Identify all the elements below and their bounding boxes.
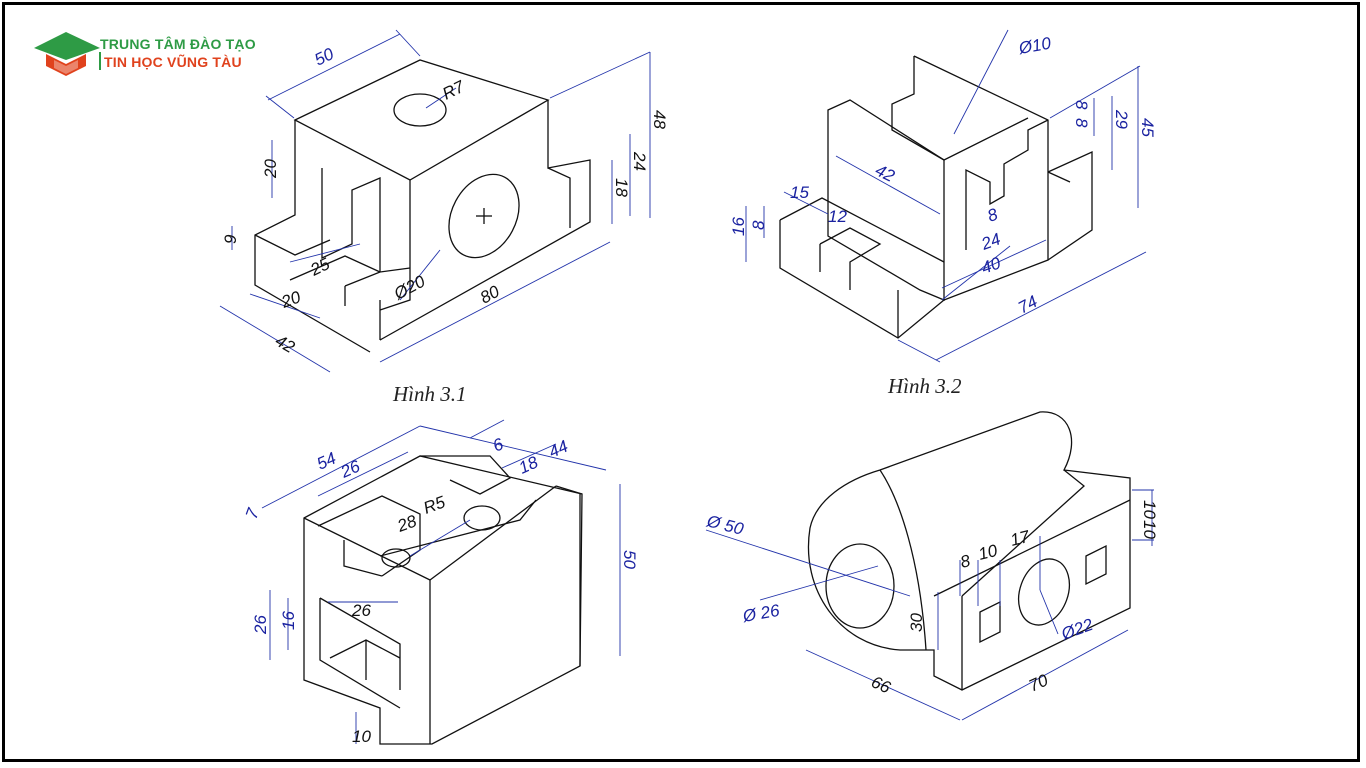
- dim-8-upper: 8: [1072, 100, 1091, 110]
- dim-dia-10: Ø10: [1016, 34, 1052, 59]
- dim-44: 44: [546, 437, 571, 462]
- dim-50: 50: [311, 44, 337, 70]
- figure-3-3-dimension-lines: [261, 419, 621, 744]
- dim-70: 70: [1026, 670, 1052, 695]
- dim-10-right-lower: 10: [1140, 520, 1159, 539]
- dim-16: 16: [279, 611, 298, 630]
- dim-dia-50: Ø 50: [704, 511, 746, 539]
- dim-8: 8: [958, 551, 972, 572]
- dim-40: 40: [979, 253, 1004, 278]
- dim-45: 45: [1138, 118, 1157, 137]
- dim-20-horizontal: 20: [278, 287, 304, 312]
- figure-3-2-dimension-lines: [745, 29, 1147, 363]
- figure-3-4-dimension-lines: [705, 489, 1154, 721]
- dim-8-slot: 8: [985, 204, 1001, 225]
- dim-26-left: 26: [251, 615, 270, 635]
- caption-fig-3-1: Hình 3.1: [393, 382, 467, 406]
- dim-18: 18: [516, 452, 542, 477]
- dim-24: 24: [978, 229, 1003, 254]
- figure-3-4: Ø 50 Ø 26 8 10 17 10 10 30 Ø22 66 70: [704, 411, 1159, 721]
- logo-line-2: TIN HỌC VŨNG TÀU: [104, 54, 242, 70]
- logo-divider: [99, 52, 101, 70]
- dim-dia-22: Ø22: [1058, 615, 1096, 644]
- figure-3-1-dimension-lines: [219, 29, 651, 373]
- dim-17: 17: [1008, 527, 1031, 550]
- dim-10-top: 10: [976, 541, 999, 564]
- dim-10-right-upper: 10: [1140, 500, 1159, 519]
- dim-6: 6: [490, 434, 507, 455]
- dim-dia-26: Ø 26: [740, 601, 781, 626]
- dim-7: 7: [242, 505, 263, 521]
- dim-15: 15: [790, 183, 809, 202]
- figure-3-1-outline: [254, 59, 591, 353]
- dim-66: 66: [868, 672, 894, 697]
- dim-10: 10: [352, 727, 371, 746]
- dim-20-vertical: 20: [261, 159, 280, 179]
- dim-8-left: 8: [749, 220, 768, 230]
- dim-29: 29: [1112, 109, 1131, 129]
- figure-3-2: Ø10 8 8 29 45 42 15 12 16 8 8 24 40 74: [729, 29, 1157, 363]
- dim-30: 30: [907, 613, 926, 632]
- dim-28: 28: [394, 511, 420, 536]
- dim-25: 25: [307, 254, 334, 280]
- dim-18: 18: [612, 178, 631, 197]
- dim-r7: R7: [439, 77, 467, 104]
- dim-80: 80: [477, 282, 503, 308]
- figure-3-4-outline: [807, 411, 1131, 691]
- dim-42: 42: [872, 161, 898, 187]
- dim-50-right: 50: [620, 550, 639, 569]
- dim-26-top: 26: [337, 456, 363, 482]
- dim-24: 24: [630, 151, 649, 171]
- caption-fig-3-2: Hình 3.2: [888, 374, 962, 398]
- dim-8-lower: 8: [1072, 118, 1091, 128]
- figure-3-3: 54 26 6 18 44 7 R5 28 50 26 16 26 10: [242, 419, 639, 746]
- dim-16: 16: [729, 217, 748, 236]
- dim-48: 48: [650, 110, 669, 129]
- figure-3-1: 50 R7 48 24 18 20 9 25 20 42 80 Ø20: [219, 29, 669, 373]
- dim-74: 74: [1015, 292, 1041, 318]
- figure-3-2-outline: [779, 55, 1093, 339]
- dim-42: 42: [272, 331, 298, 357]
- dim-12: 12: [828, 207, 847, 226]
- dim-r5: R5: [421, 492, 448, 517]
- dim-9: 9: [221, 234, 240, 244]
- figure-3-3-outline: [303, 455, 583, 745]
- logo-icon: [34, 32, 100, 76]
- logo-line-1: TRUNG TÂM ĐÀO TẠO: [100, 36, 256, 52]
- dim-26-slot: 26: [351, 601, 371, 620]
